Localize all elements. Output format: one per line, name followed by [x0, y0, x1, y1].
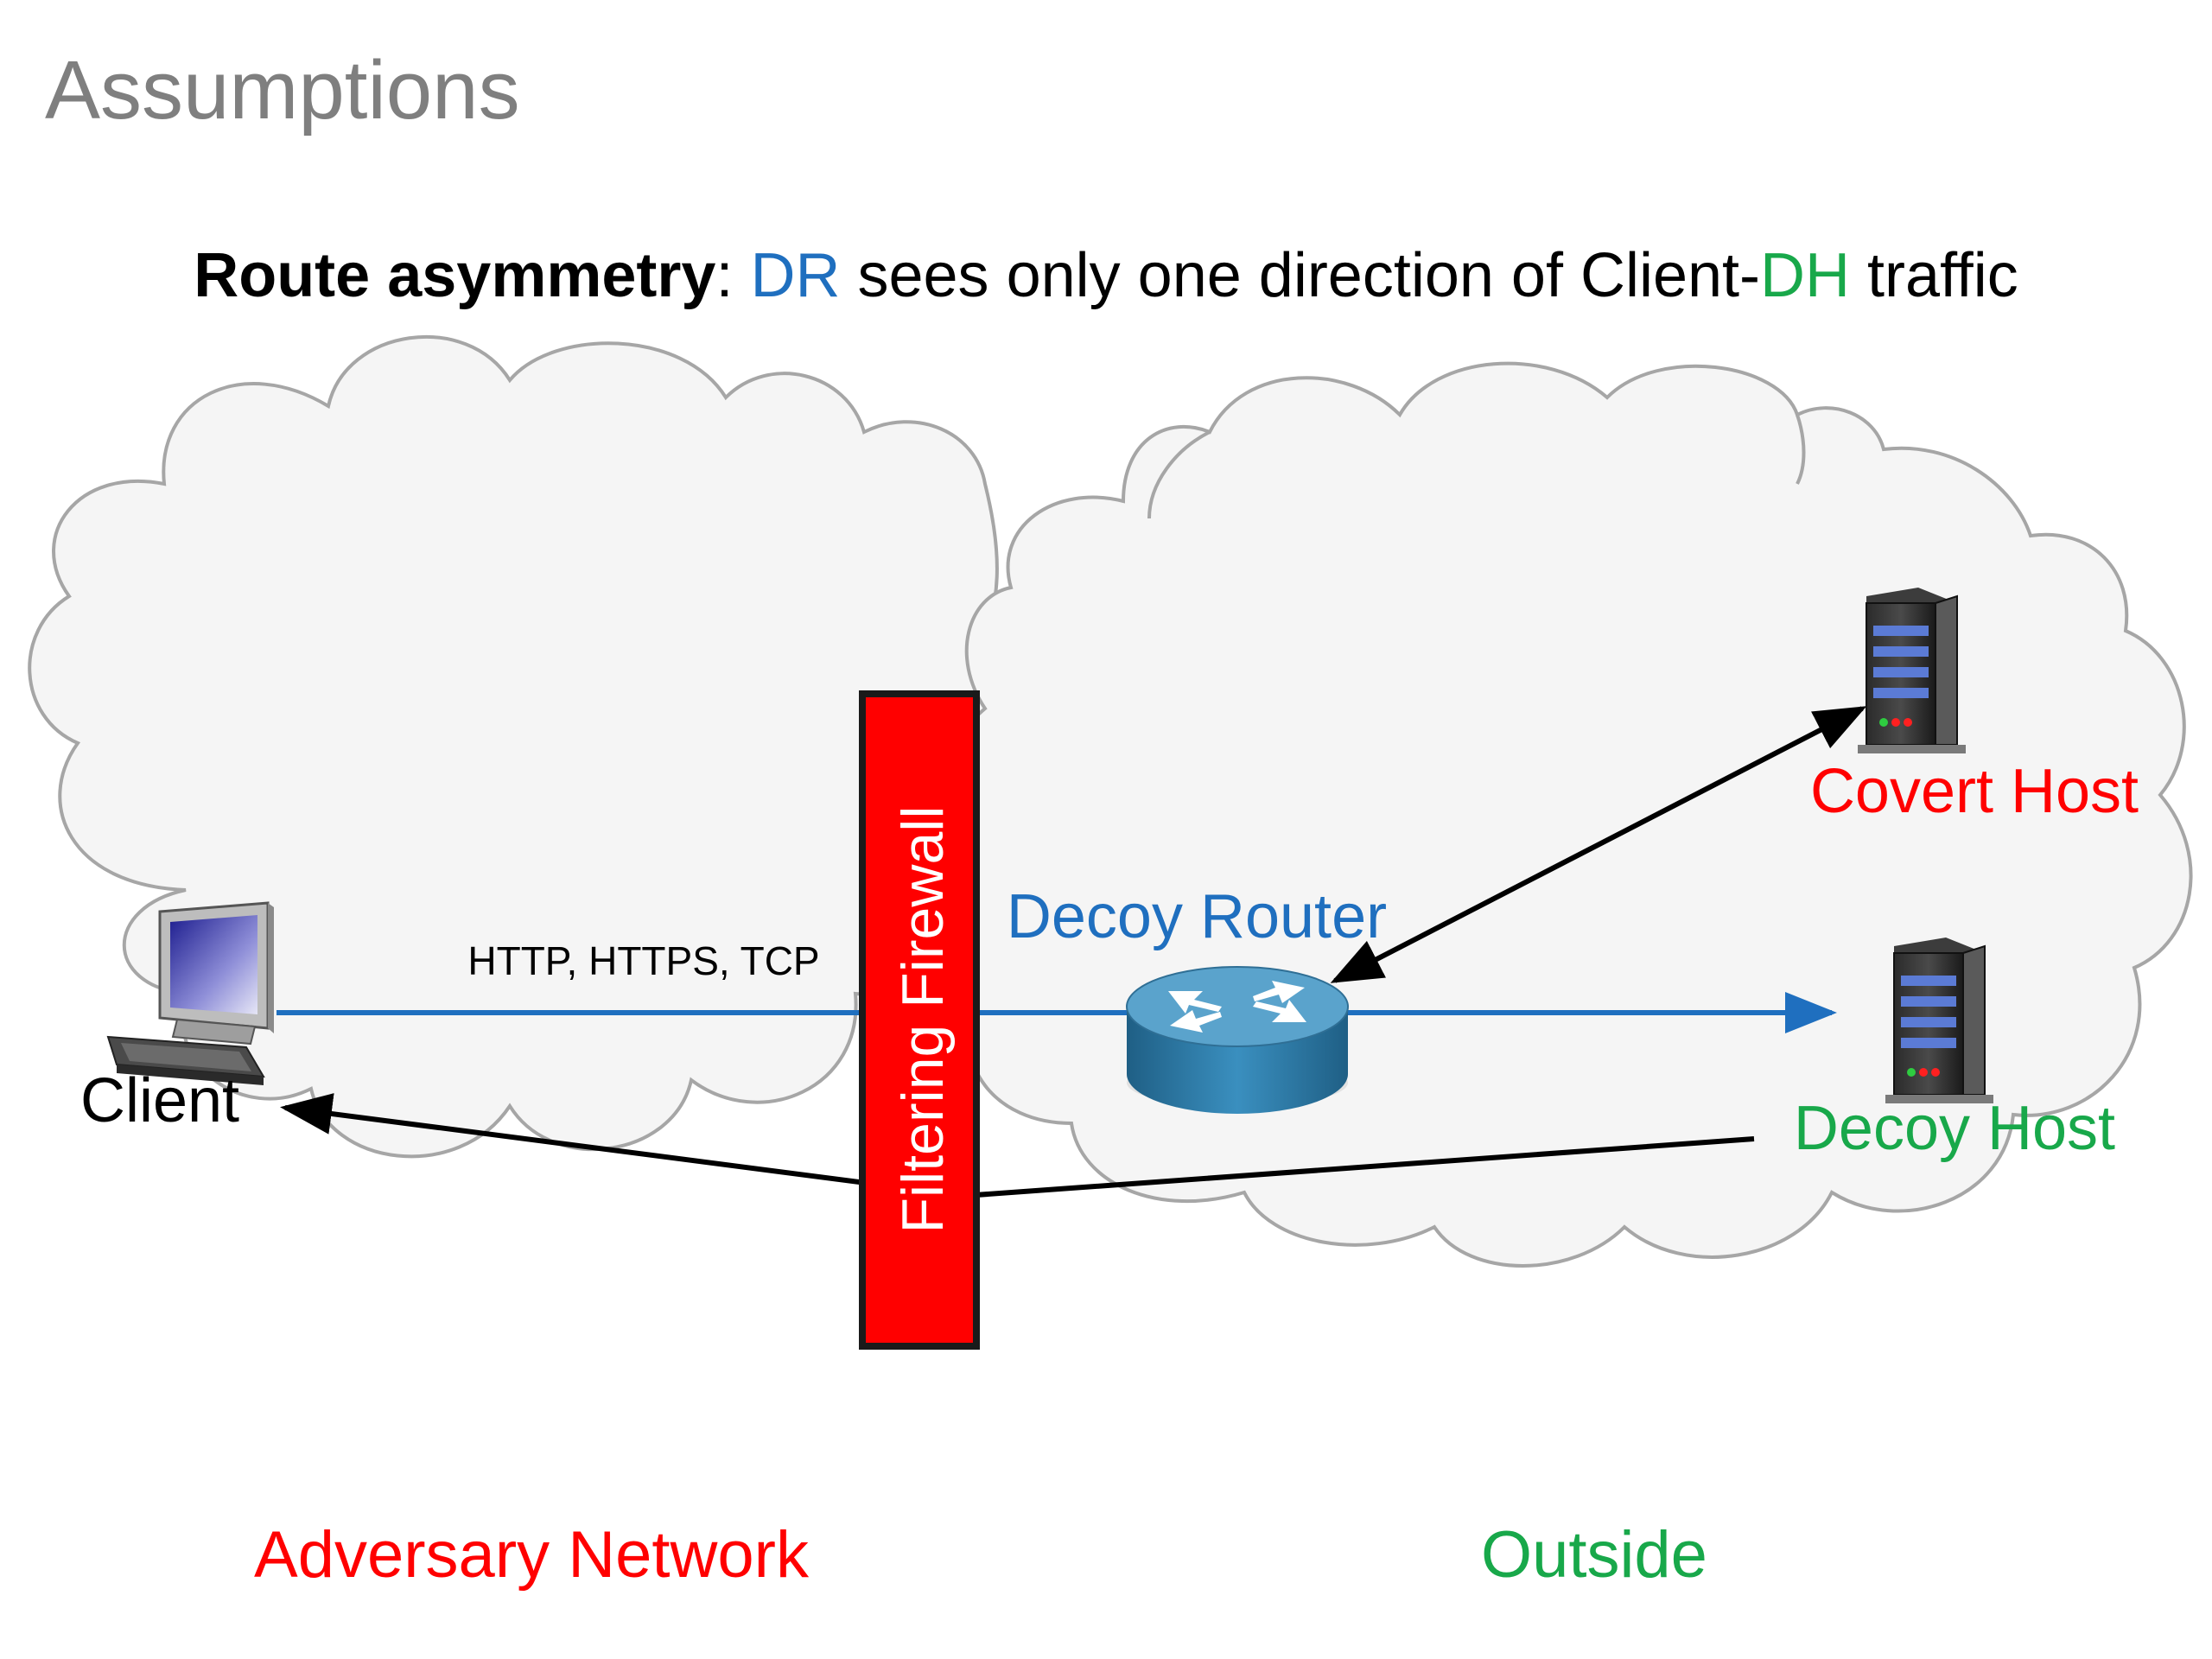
- router-covert-host-arrow: [1330, 706, 1867, 983]
- client-label: Client: [80, 1066, 239, 1135]
- subtitle-sep: :: [715, 241, 751, 310]
- subtitle-dh: DH: [1760, 241, 1851, 310]
- protocols-label: HTTP, HTTPS, TCP: [467, 938, 819, 983]
- outside-label: Outside: [1481, 1518, 1707, 1592]
- subtitle-end: traffic: [1850, 241, 2018, 310]
- adversary-network-label: Adversary Network: [254, 1518, 810, 1592]
- subtitle-dr: DR: [750, 241, 841, 310]
- server-icon: [1858, 588, 1966, 753]
- slide-subtitle: Route asymmetry: DR sees only one direct…: [0, 240, 2212, 311]
- covert-host-label: Covert Host: [1810, 757, 2139, 826]
- firewall-label: Filtering Firewall: [890, 806, 956, 1234]
- computer-icon: [106, 901, 274, 1085]
- slide-title: Assumptions: [45, 44, 520, 137]
- subtitle-mid: sees only one direction of Client-: [840, 241, 1761, 310]
- filtering-firewall: [859, 690, 980, 1350]
- decoy-router-label: Decoy Router: [1007, 882, 1387, 951]
- server-icon: [1885, 938, 1993, 1103]
- subtitle-bold: Route asymmetry: [194, 241, 716, 310]
- router-icon: [1126, 966, 1349, 1114]
- decoy-host-label: Decoy Host: [1794, 1094, 2115, 1163]
